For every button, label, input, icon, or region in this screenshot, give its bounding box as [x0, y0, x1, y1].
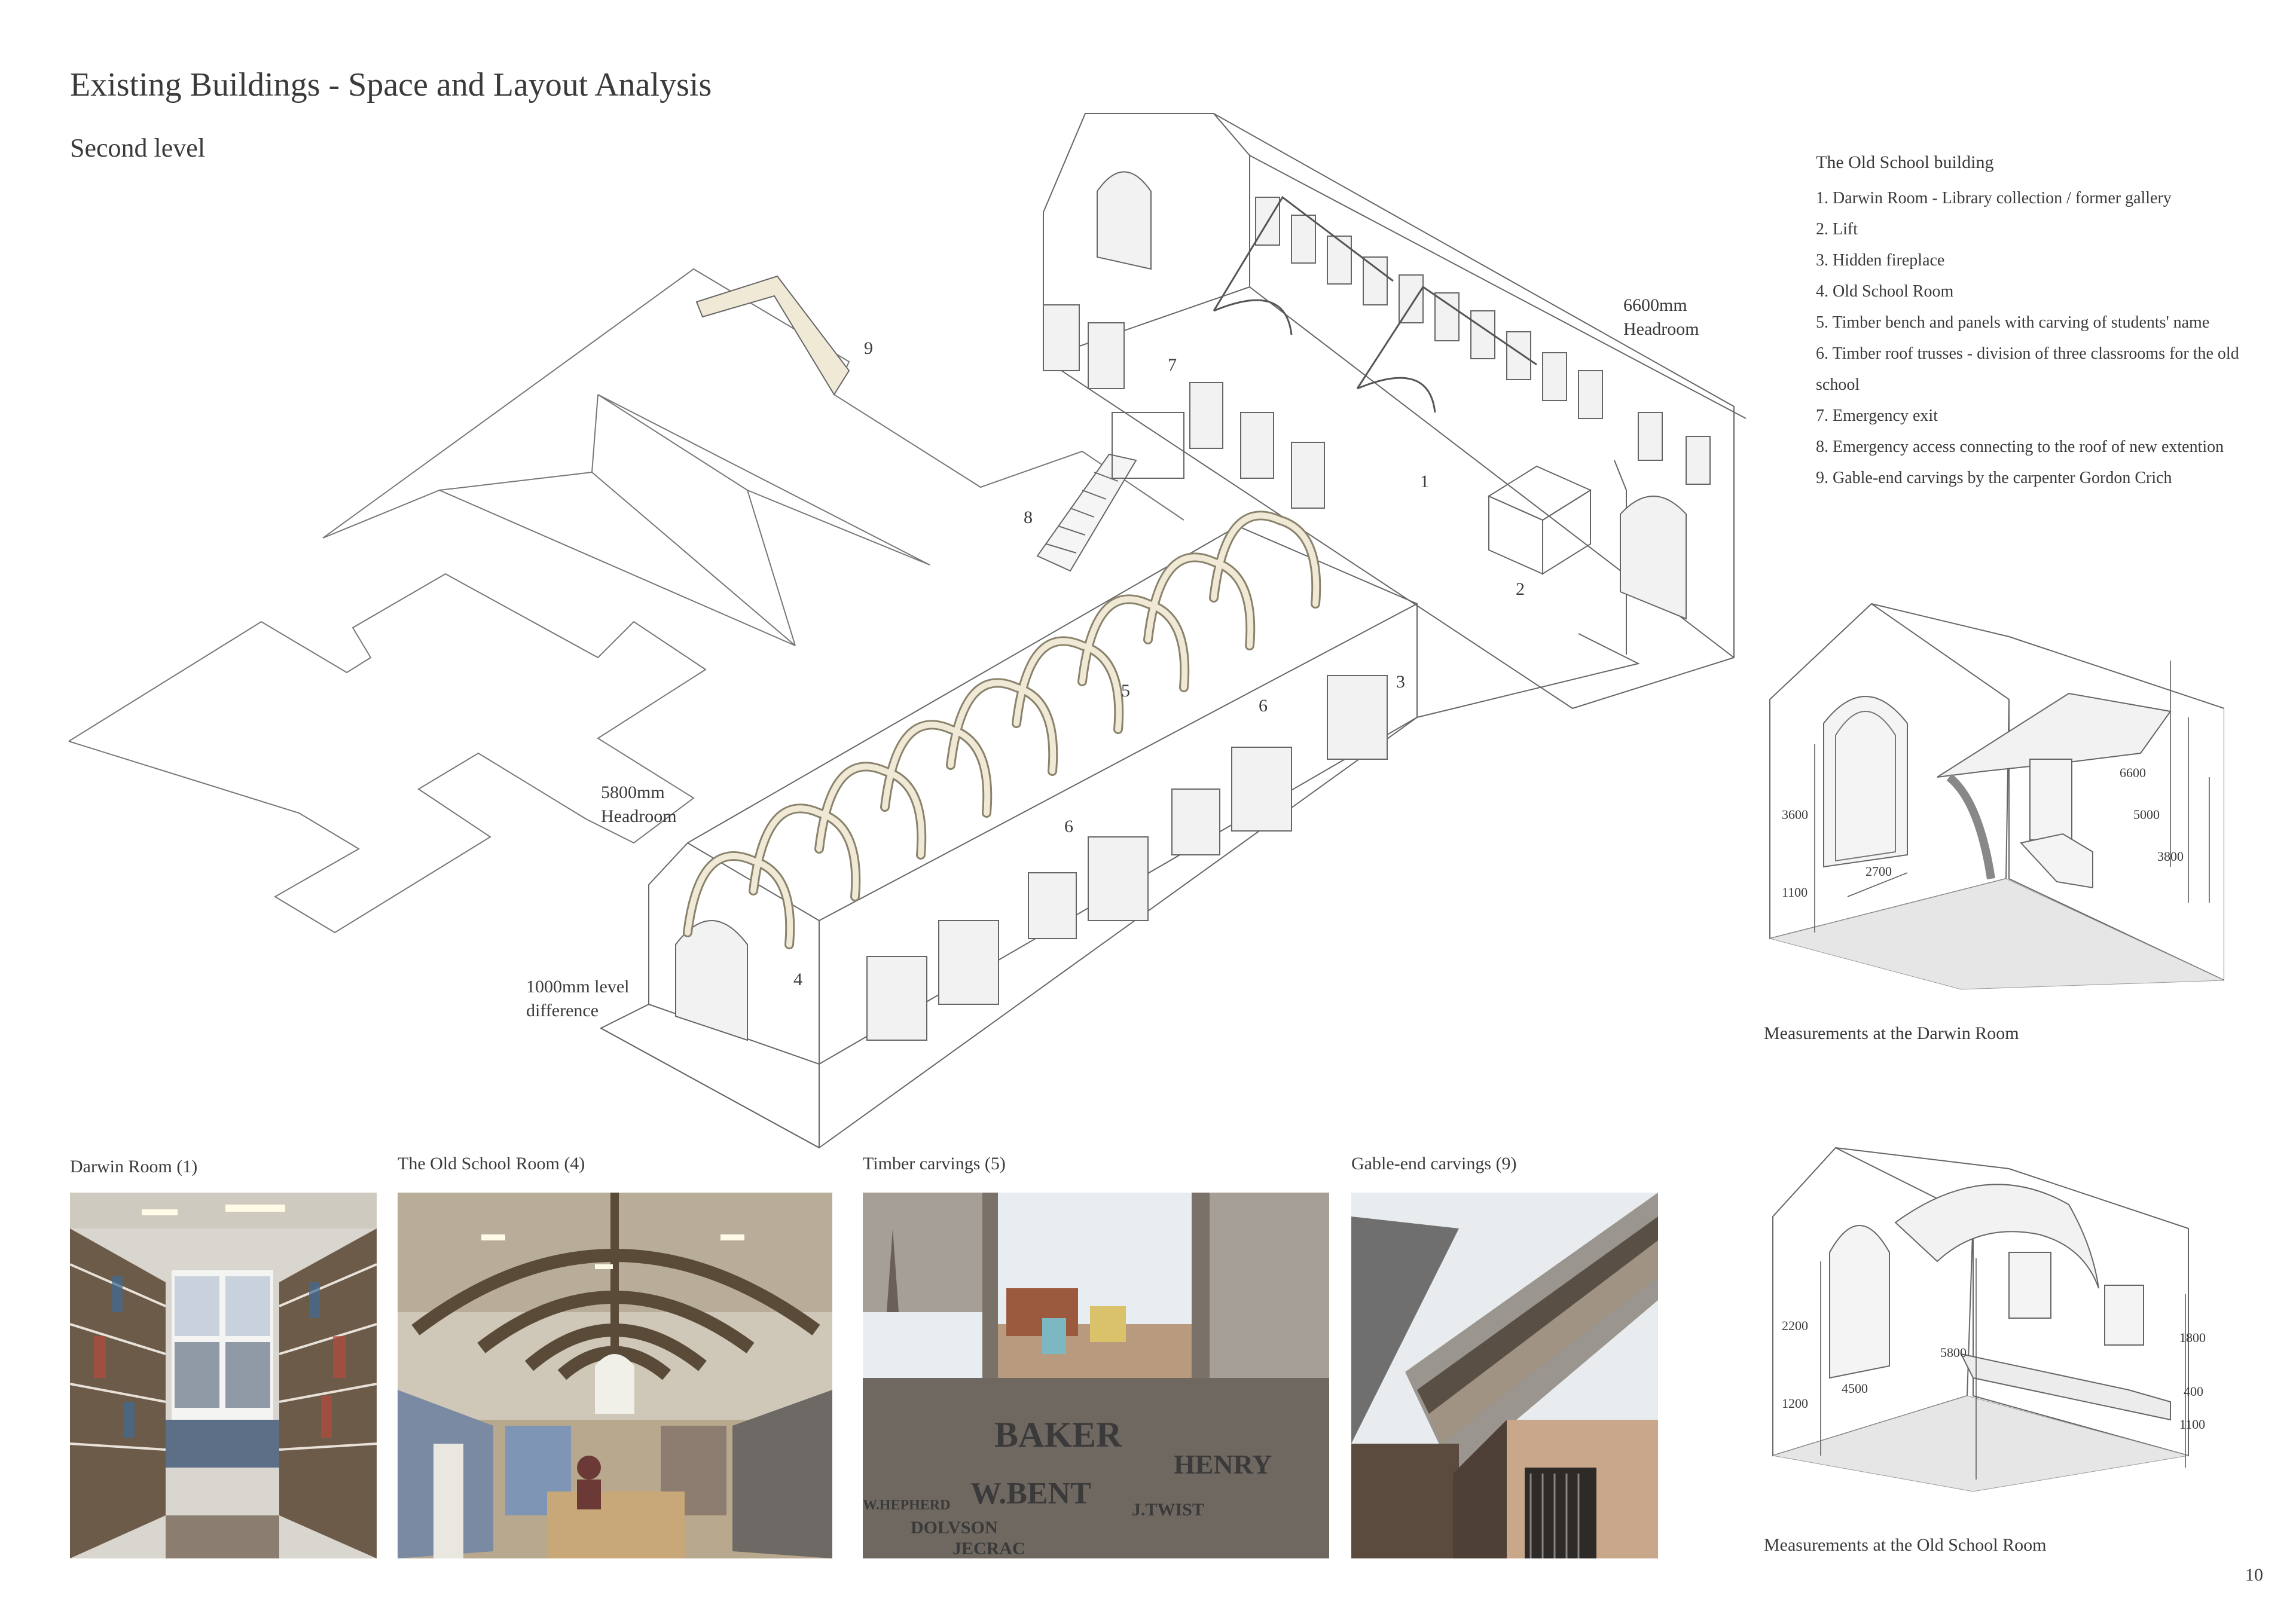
darwin-dim-lines [1814, 661, 2210, 933]
darwin-measure-box [1769, 603, 2224, 982]
legend: The Old School building 1. Darwin Room -… [1816, 147, 2270, 494]
dim-4500: 4500 [1842, 1381, 1868, 1396]
photo-timber-carvings: BAKER HENRY W.BENT J.TWIST DOLVSON W.HEP… [863, 1193, 1329, 1558]
label-2: 2 [1516, 579, 1525, 599]
label-4: 4 [793, 970, 802, 989]
dim-1200: 1200 [1782, 1396, 1808, 1411]
axonometric-drawing: 1 2 3 4 5 6 6 7 8 9 6600mm Headroom 5800… [68, 113, 1747, 1149]
photo-caption-timber: Timber carvings (5) [863, 1154, 1006, 1173]
label-5: 5 [1121, 681, 1130, 701]
legend-item: 7. Emergency exit [1816, 406, 1938, 425]
dim-3800: 3800 [2157, 849, 2184, 864]
dim-400: 400 [2184, 1384, 2203, 1399]
dim-2700: 2700 [1866, 864, 1892, 879]
label-3: 3 [1396, 672, 1405, 692]
oldschool-measure-caption: Measurements at the Old School Room [1764, 1535, 2047, 1555]
darwin-truss [1937, 692, 2172, 778]
headroom-6600-label: Headroom [1623, 319, 1699, 339]
carving-dolvson: DOLVSON [911, 1518, 998, 1538]
dim-3600: 3600 [1782, 807, 1808, 822]
headroom-5800-label: Headroom [601, 806, 677, 826]
photo-caption-old-school: The Old School Room (4) [398, 1154, 585, 1173]
carving-henry: HENRY [1174, 1449, 1272, 1480]
darwin-measure-caption: Measurements at the Darwin Room [1764, 1023, 2019, 1043]
oldschool-bench [1960, 1353, 2171, 1421]
dim-2200: 2200 [1782, 1318, 1808, 1333]
legend-item: 5. Timber bench and panels with carving … [1816, 313, 2210, 332]
page-title: Existing Buildings - Space and Layout An… [70, 66, 712, 103]
carving-baker: BAKER [994, 1415, 1122, 1454]
label-9: 9 [864, 338, 873, 358]
gable-beam [695, 275, 850, 396]
oldschool-dim-lines [1820, 1258, 2186, 1480]
label-6b: 6 [1259, 696, 1268, 716]
staircase [1036, 412, 1184, 572]
level-diff-value: 1000mm level [526, 977, 629, 997]
dim-1100: 1100 [2179, 1417, 2205, 1432]
carving-wbent: W.BENT [970, 1477, 1091, 1511]
dim-1800: 1800 [2179, 1330, 2206, 1345]
dim-1100: 1100 [1782, 885, 1808, 900]
headroom-6600-value: 6600mm [1623, 295, 1687, 315]
page-number: 10 [2245, 1565, 2263, 1585]
photo-caption-gable: Gable-end carvings (9) [1351, 1154, 1517, 1173]
legend-item: 4. Old School Room [1816, 282, 1954, 301]
darwin-gothic-window [1823, 696, 1908, 868]
page-subtitle: Second level [70, 133, 206, 163]
dim-5000: 5000 [2133, 807, 2160, 822]
oldschool-measure-drawing: 2200 1200 4500 5800 1800 400 1100 [1772, 1147, 2206, 1492]
photo-darwin-room [70, 1193, 377, 1558]
site-outline [68, 268, 1184, 934]
darwin-trusses [1213, 195, 1537, 413]
legend-item: 9. Gable-end carvings by the carpenter G… [1816, 469, 2172, 487]
darwin-measure-drawing: 3600 1100 2700 6600 5000 3800 [1769, 603, 2224, 990]
photo-caption-darwin: Darwin Room (1) [70, 1157, 198, 1176]
darwin-windows [1043, 171, 1711, 620]
label-6a: 6 [1064, 817, 1073, 836]
dim-5800: 5800 [1940, 1345, 1967, 1360]
darwin-floor [1769, 878, 2224, 990]
label-8: 8 [1024, 508, 1033, 527]
legend-item: 8. Emergency access connecting to the ro… [1816, 438, 2224, 456]
legend-item: 6. Timber roof trusses - division of thr… [1816, 344, 2239, 394]
legend-item: 2. Lift [1816, 220, 1858, 239]
carving-jecrac: JECRAC [952, 1539, 1025, 1558]
photo-gable-end-carvings [1351, 1193, 1658, 1558]
carving-jtwist: J.TWIST [1132, 1500, 1204, 1520]
headroom-5800-value: 5800mm [601, 783, 665, 802]
oldschool-gothic-window [1829, 1225, 1890, 1379]
legend-item: 1. Darwin Room - Library collection / fo… [1816, 189, 2172, 207]
photo-old-school-room [398, 1193, 832, 1558]
oldschool-truss [1894, 1184, 2099, 1289]
level-diff-label: difference [526, 1001, 599, 1020]
label-7: 7 [1168, 355, 1177, 375]
legend-item: 3. Hidden fireplace [1816, 251, 1945, 270]
old-school-trusses-fill [685, 512, 1320, 947]
dim-6600: 6600 [2120, 765, 2146, 780]
old-school-windows [675, 675, 1388, 1041]
legend-title: The Old School building [1816, 152, 1994, 172]
oldschool-floor [1772, 1395, 2189, 1492]
carving-whepherd: W.HEPHERD [863, 1497, 950, 1513]
label-1: 1 [1420, 472, 1429, 491]
